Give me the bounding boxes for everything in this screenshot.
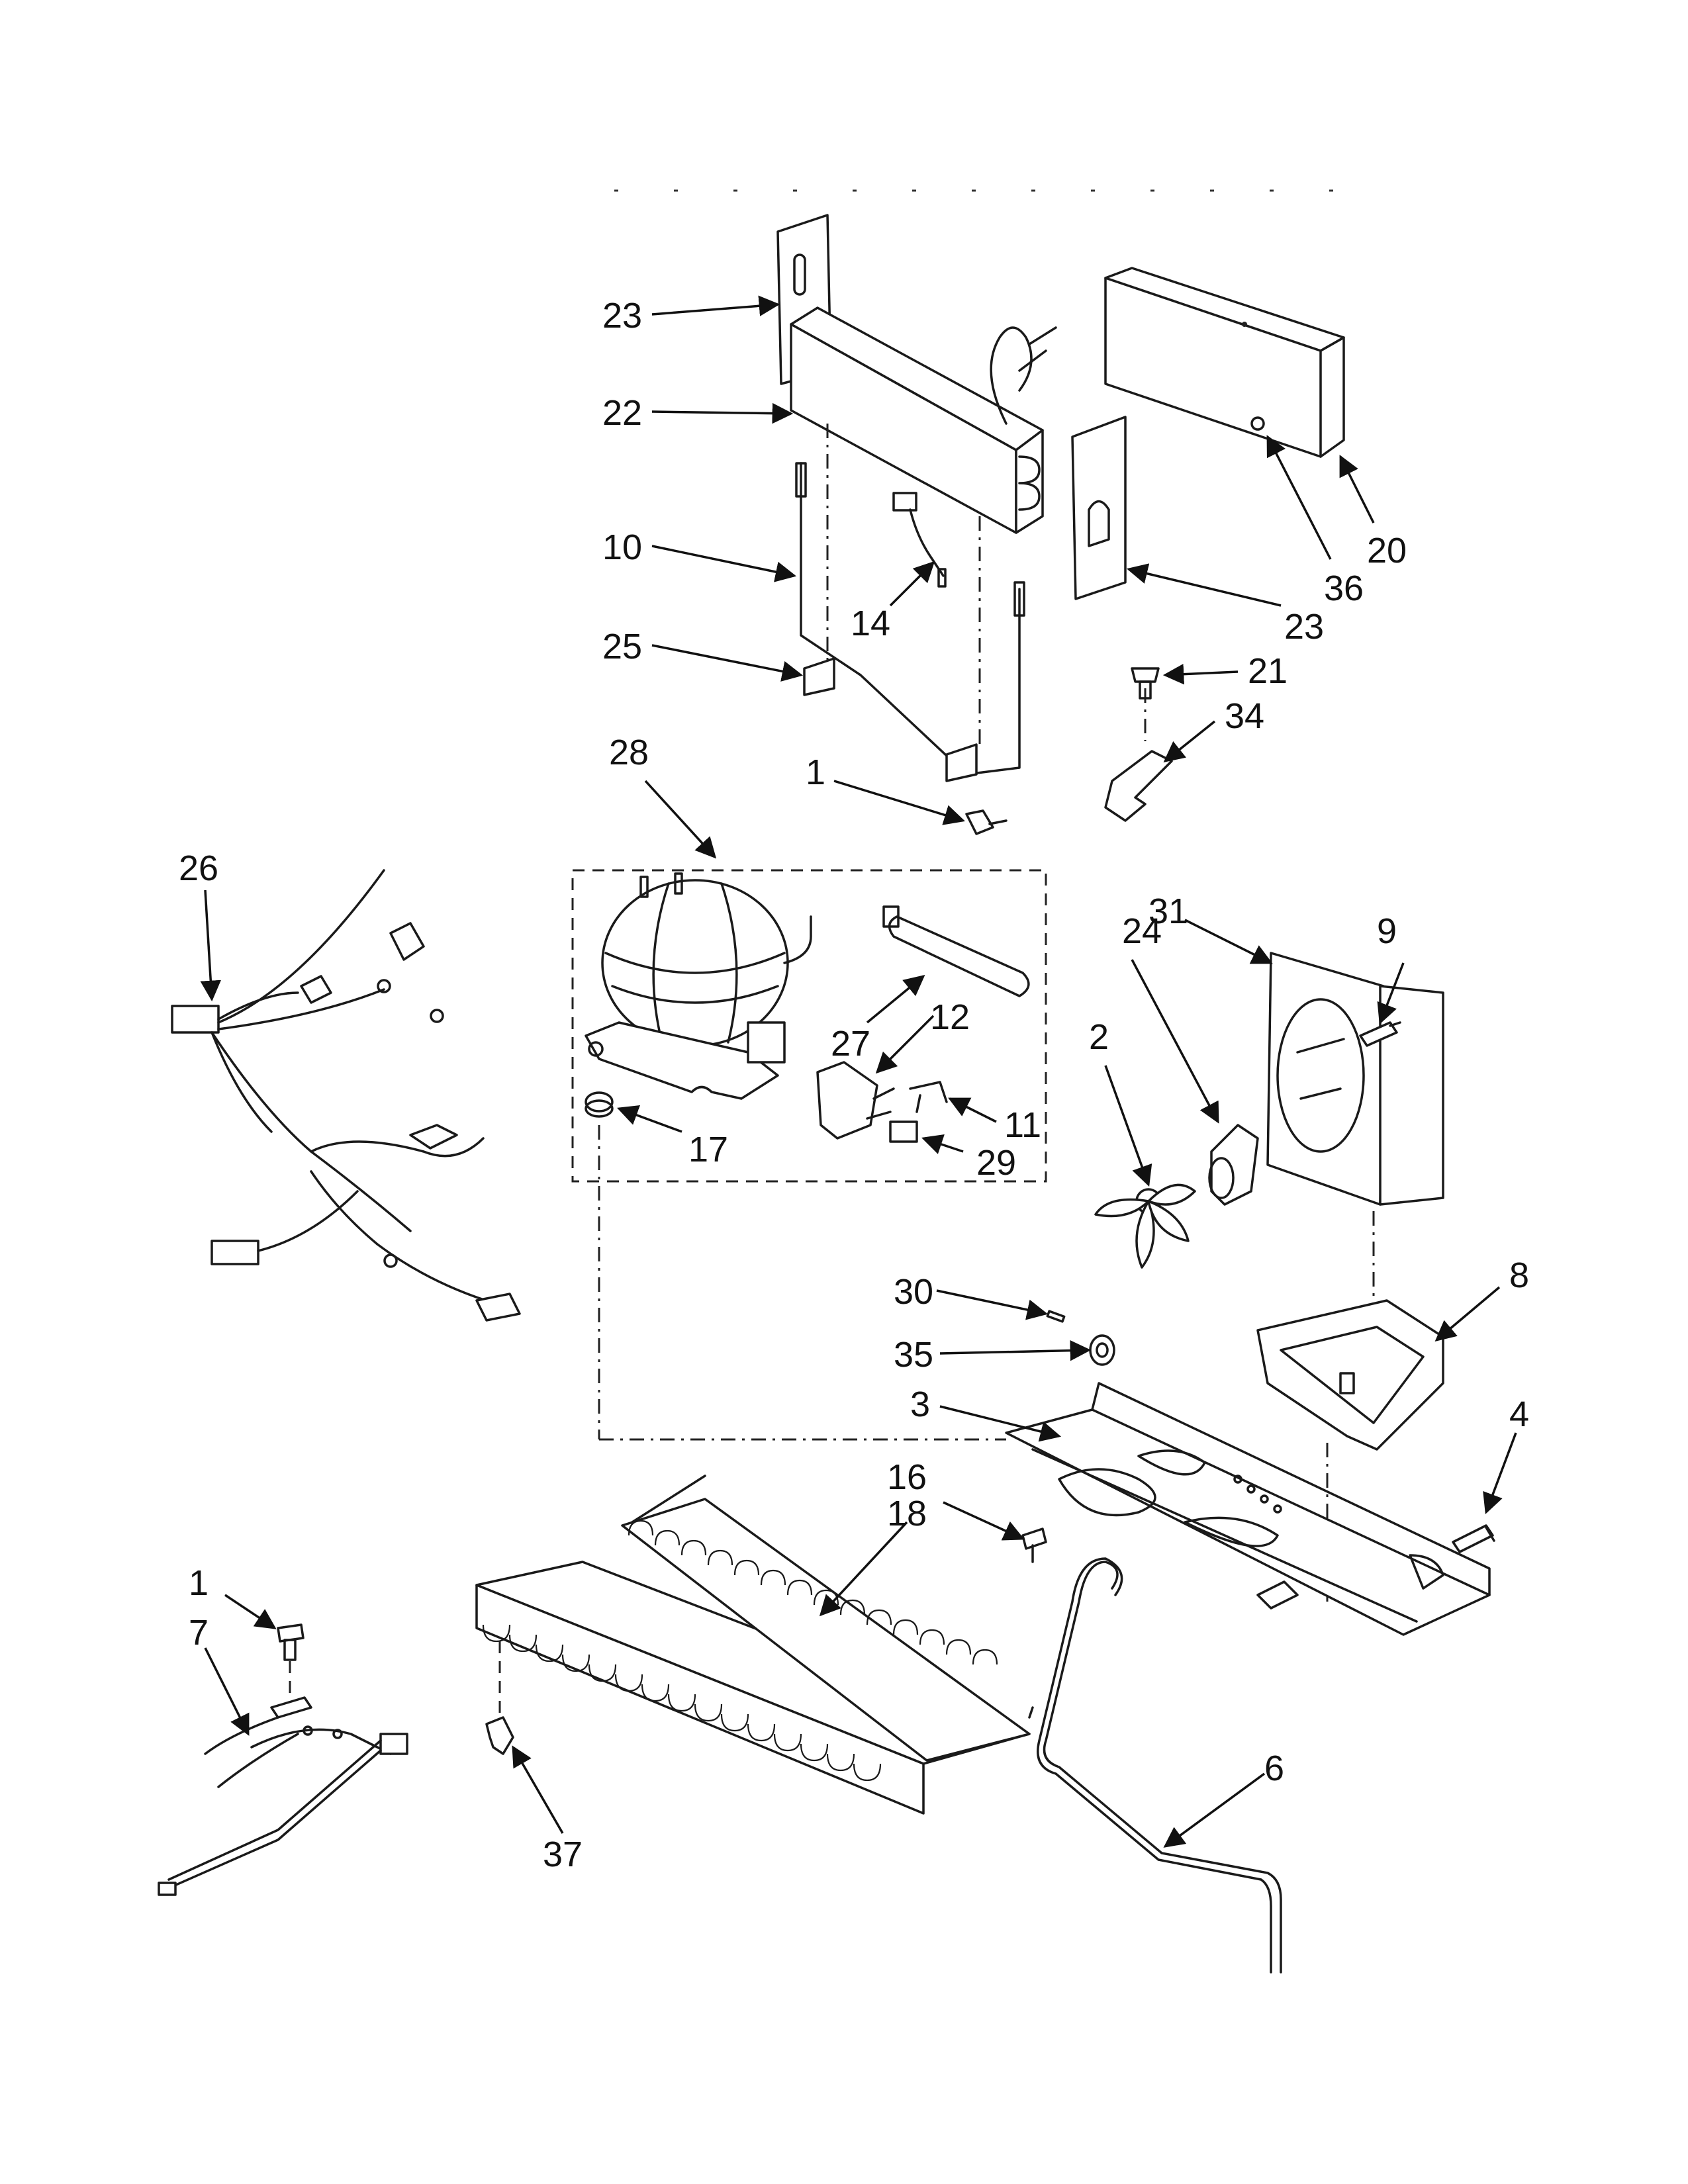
part-29-cap xyxy=(889,1120,918,1143)
callout-36: 36 xyxy=(1324,569,1364,608)
callout-16: 16 xyxy=(887,1457,927,1497)
callout-8: 8 xyxy=(1509,1255,1529,1295)
callout-20: 20 xyxy=(1367,531,1407,570)
part-27-drier xyxy=(882,905,1030,997)
part-4-screw xyxy=(1452,1524,1495,1553)
part-36-screw xyxy=(1250,416,1265,431)
part-12-relay xyxy=(816,1061,895,1140)
leader-lines xyxy=(200,295,1517,1848)
callout-34: 34 xyxy=(1225,696,1264,736)
callout-1b: 1 xyxy=(189,1563,209,1603)
callout-11: 11 xyxy=(1004,1105,1041,1145)
part-35-grommet xyxy=(1089,1334,1115,1366)
part-37-clip xyxy=(485,1716,514,1755)
callout-2: 2 xyxy=(1089,1017,1109,1057)
callout-23b: 23 xyxy=(1284,607,1324,647)
part-1-screw xyxy=(965,809,1008,835)
callout-6: 6 xyxy=(1264,1749,1284,1788)
callout-24: 24 xyxy=(1122,911,1162,951)
part-16-screw xyxy=(1021,1527,1047,1563)
part-22-condenser xyxy=(790,306,1057,534)
callout-9: 9 xyxy=(1377,911,1397,951)
part-1-screw-lower xyxy=(277,1623,305,1661)
callout-27: 27 xyxy=(831,1024,870,1064)
part-8-drain-pan xyxy=(1256,1299,1444,1451)
callout-37: 37 xyxy=(543,1835,583,1874)
part-11-clip xyxy=(909,1081,948,1113)
callout-12: 12 xyxy=(930,997,970,1037)
callout-7: 7 xyxy=(189,1613,209,1653)
part-21-screw xyxy=(1131,667,1160,700)
part-20-cover xyxy=(1104,267,1345,458)
part-3-base-plate xyxy=(1005,1382,1491,1636)
callout-4: 4 xyxy=(1509,1394,1529,1434)
part-17-grommet xyxy=(585,1091,614,1118)
callout-18: 18 xyxy=(887,1494,927,1533)
callout-22: 22 xyxy=(602,393,642,433)
part-30-pin xyxy=(1046,1310,1066,1323)
callout-17: 17 xyxy=(688,1130,728,1169)
callout-30: 30 xyxy=(894,1272,933,1312)
callout-28: 28 xyxy=(609,733,649,772)
part-23-right-bracket xyxy=(1071,416,1127,600)
part-6-tube xyxy=(1037,1557,1282,1974)
callout-1a: 1 xyxy=(806,752,825,792)
part-18-condenser-coil xyxy=(475,1475,1034,1815)
callout-labels: 23 22 10 14 25 20 36 23 21 34 28 1 26 27… xyxy=(179,296,1529,1874)
callout-35: 35 xyxy=(894,1335,933,1375)
callout-14: 14 xyxy=(851,604,890,643)
part-25-bracket xyxy=(803,657,978,782)
part-7-wire-harness xyxy=(158,1696,408,1896)
part-31-fan-shroud xyxy=(1266,952,1444,1206)
callout-29: 29 xyxy=(976,1143,1016,1183)
part-24-fan-motor xyxy=(1208,1124,1259,1206)
part-10-drain-tube xyxy=(795,462,1025,776)
part-28-compressor-kit xyxy=(571,869,1047,1183)
callout-31: 31 xyxy=(1149,891,1188,931)
part-34-clip xyxy=(1104,750,1173,822)
callout-26: 26 xyxy=(179,848,218,888)
callout-23a: 23 xyxy=(602,296,642,336)
callout-3: 3 xyxy=(910,1385,930,1424)
part-28-compressor xyxy=(585,872,812,1100)
part-14-sensor xyxy=(892,492,947,588)
part-2-fan-blade xyxy=(1094,1183,1196,1269)
callout-21: 21 xyxy=(1248,651,1288,691)
callout-25: 25 xyxy=(602,627,642,666)
part-26-wire-harness xyxy=(171,869,521,1322)
callout-10: 10 xyxy=(602,527,642,567)
